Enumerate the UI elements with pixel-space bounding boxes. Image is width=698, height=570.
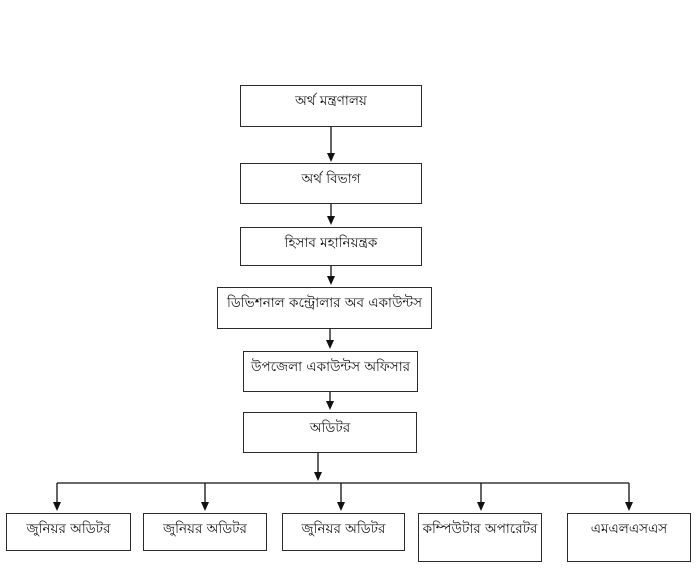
node-computer-operator: কম্পিউটার অপারেটর	[418, 513, 542, 562]
arrow-leaf-4	[477, 483, 485, 511]
arrow-leaf-1	[53, 483, 61, 511]
node-junior-auditor-2: জুনিয়র অডিটর	[143, 513, 267, 551]
node-junior-auditor-3: জুনিয়র অডিটর	[282, 513, 405, 551]
node-mlss: এমএলএসএস	[567, 513, 691, 562]
node-ministry-of-finance: অর্থ মন্ত্রণালয়	[240, 85, 422, 127]
node-finance-division: অর্থ বিভাগ	[240, 163, 422, 204]
arrow-down-6	[314, 453, 322, 481]
arrow-down-5	[326, 392, 334, 410]
node-divisional-controller-of-accounts: ডিভিশনাল কন্ট্রোলার অব একাউন্টস	[217, 287, 432, 329]
node-auditor: অডিটর	[243, 412, 417, 453]
arrow-down-1	[327, 127, 335, 162]
node-controller-general-of-accounts: হিসাব মহানিয়ন্ত্রক	[240, 227, 422, 266]
arrow-leaf-5	[625, 483, 633, 511]
arrow-leaf-3	[337, 483, 345, 511]
arrow-leaf-2	[201, 483, 209, 511]
node-upazila-accounts-officer: উপজেলা একাউন্টস অফিসার	[243, 351, 418, 392]
arrow-down-4	[326, 329, 334, 349]
node-junior-auditor-1: জুনিয়র অডিটর	[6, 513, 131, 551]
arrow-down-3	[327, 266, 335, 285]
arrow-down-2	[327, 204, 335, 225]
